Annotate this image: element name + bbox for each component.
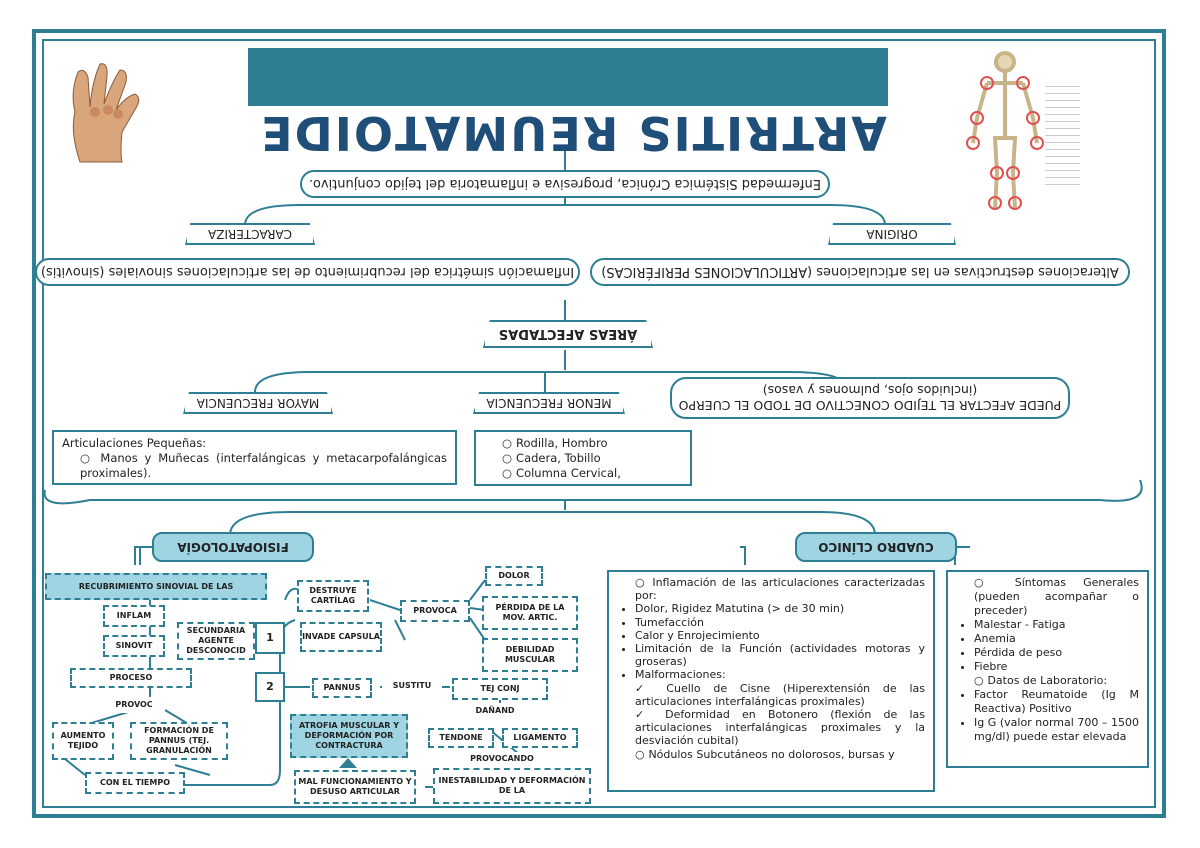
sintomas-subitem: Malestar - Fatiga (974, 618, 1139, 632)
destruye-node: DESTRUYE CARTÍLAG (297, 580, 369, 612)
sintomas-subitem: Anemia (974, 632, 1139, 646)
secundaria-node: SECUNDARIA AGENTE DESCONOCID (177, 622, 255, 660)
cuadro-clinico-right: Síntomas Generales (pueden acompañar o p… (946, 570, 1149, 768)
cuadro-clinico-left: Inflamación de las articulaciones caract… (607, 570, 935, 792)
clinico-item: Nódulos Subcutáneos no dolorosos, bursas… (635, 748, 925, 761)
clinico-subitem: Dolor, Rigidez Matutina (> de 30 min) (635, 602, 925, 615)
step-2: 2 (255, 672, 285, 702)
provocando-node: PROVOCANDO (462, 752, 542, 766)
title-band (248, 48, 888, 106)
skeleton-caption-fragment (1045, 80, 1080, 190)
origina-tag: ORIGINA (828, 223, 956, 245)
inner-frame (42, 39, 1156, 808)
inflam-node: INFLAM (103, 605, 165, 627)
menor-item: Cadera, Tobillo (502, 451, 682, 466)
up-arrow-icon (339, 758, 357, 768)
sintomas-item: Síntomas Generales (pueden acompañar o p… (974, 576, 1139, 618)
formacion-node: FORMACIÓN DE PANNUS (TEJ. GRANULACIÓN (130, 722, 228, 760)
mal-funcionamiento-node: MAL FUNCIONAMIENTO Y DESUSO ARTICULAR (294, 770, 416, 804)
todo-cuerpo-line2: (incluidos ojos, pulmones y vasos) (762, 383, 978, 398)
page-title: ARTRITIS REUMATOIDE (259, 106, 887, 160)
danand-node: DAÑAND (465, 703, 525, 719)
todo-cuerpo-pill: PUEDE AFECTAR EL TEJIDO CONECTIVO DE TOD… (670, 377, 1070, 419)
menor-frecuencia-tag: MENOR FRECUENCIA (473, 392, 625, 414)
dolor-node: DOLOR (485, 566, 543, 586)
clinico-subitem: Limitación de la Función (actividades mo… (635, 642, 925, 668)
pannus-node: PANNUS (312, 678, 372, 698)
outer-frame (32, 29, 1166, 818)
menor-item: Columna Cervical, (502, 466, 682, 481)
proceso-node: PROCESO (70, 668, 192, 688)
clinico-check: Cuello de Cisne (Hiperextensión de las a… (635, 682, 925, 708)
sintomas-subitem: Pérdida de peso (974, 646, 1139, 660)
perdida-node: PÉRDIDA DE LA MOV. ARTIC. (482, 596, 578, 630)
atrofia-node: ATROFIA MUSCULAR Y DEFORMACIÓN POR CONTR… (290, 714, 408, 758)
caracteriza-tag: CARACTERIZA (185, 223, 315, 245)
debilidad-node: DEBILIDAD MUSCULAR (482, 638, 578, 672)
ligamento-node: LIGAMENTO (502, 728, 578, 748)
hand-illustration (50, 52, 155, 167)
inestabilidad-node: INESTABILIDAD Y DEFORMACIÓN DE LA (433, 768, 591, 804)
clinico-subitem: Calor y Enrojecimiento (635, 629, 925, 642)
tendone-node: TENDONE (428, 728, 494, 748)
invade-node: INVADE CAPSULA (300, 622, 382, 652)
tej-con-node: TEJ CONJ (452, 678, 548, 700)
cuadro-clinico-header: CUADRO CLÍNICO (795, 532, 957, 562)
mayor-heading: Articulaciones Pequeñas: (62, 436, 207, 450)
menor-frecuencia-box: Rodilla, Hombro Cadera, Tobillo Columna … (474, 430, 692, 486)
mayor-item: Manos y Muñecas (interfalángicas y metac… (80, 451, 447, 481)
provoc-node: PROVOC (103, 697, 165, 713)
mayor-frecuencia-tag: MAYOR FRECUENCIA (183, 392, 333, 414)
step-1: 1 (255, 622, 285, 654)
sustitu-node: SUSTITU (382, 678, 442, 694)
recubrimiento-box: RECUBRIMIENTO SINOVIAL DE LAS (45, 573, 267, 600)
aumento-node: AUMENTO TEJIDO (52, 722, 114, 760)
sintomas-subitem: Fiebre (974, 660, 1139, 674)
todo-cuerpo-line1: PUEDE AFECTAR EL TEJIDO CONECTIVO DE TOD… (678, 398, 1062, 413)
mayor-frecuencia-box: Articulaciones Pequeñas: Manos y Muñecas… (52, 430, 457, 485)
areas-afectadas-tag: ÁREAS AFECTADAS (483, 320, 653, 348)
laboratorio-subitem: Factor Reumatoide (Ig M Reactiva) Positi… (974, 688, 1139, 716)
caracteriza-text: Inflamación simétrica del recubrimiento … (35, 258, 580, 286)
clinico-subitem: Tumefacción (635, 616, 925, 629)
clinico-item: Inflamación de las articulaciones caract… (635, 576, 925, 602)
con-tiempo-node: CON EL TIEMPO (85, 772, 185, 794)
clinico-subitem: Malformaciones: (635, 668, 925, 681)
clinico-check: Deformidad en Botonero (flexión de las a… (635, 708, 925, 748)
skeleton-illustration (965, 48, 1045, 213)
fisiopatologia-header: FISIOPATOLOGÍA (152, 532, 314, 562)
origina-text: Alteraciones destructivas en las articul… (590, 258, 1130, 286)
definition-pill: Enfermedad Sistémica Crónica, progresiva… (300, 170, 830, 198)
provoca-node: PROVOCA (400, 600, 470, 622)
laboratorio-subitem: Ig G (valor normal 700 – 1500 mg/dl) pue… (974, 716, 1139, 744)
laboratorio-item: Datos de Laboratorio: (974, 674, 1139, 688)
sinovit-node: SINOVIT (103, 635, 165, 657)
menor-item: Rodilla, Hombro (502, 436, 682, 451)
